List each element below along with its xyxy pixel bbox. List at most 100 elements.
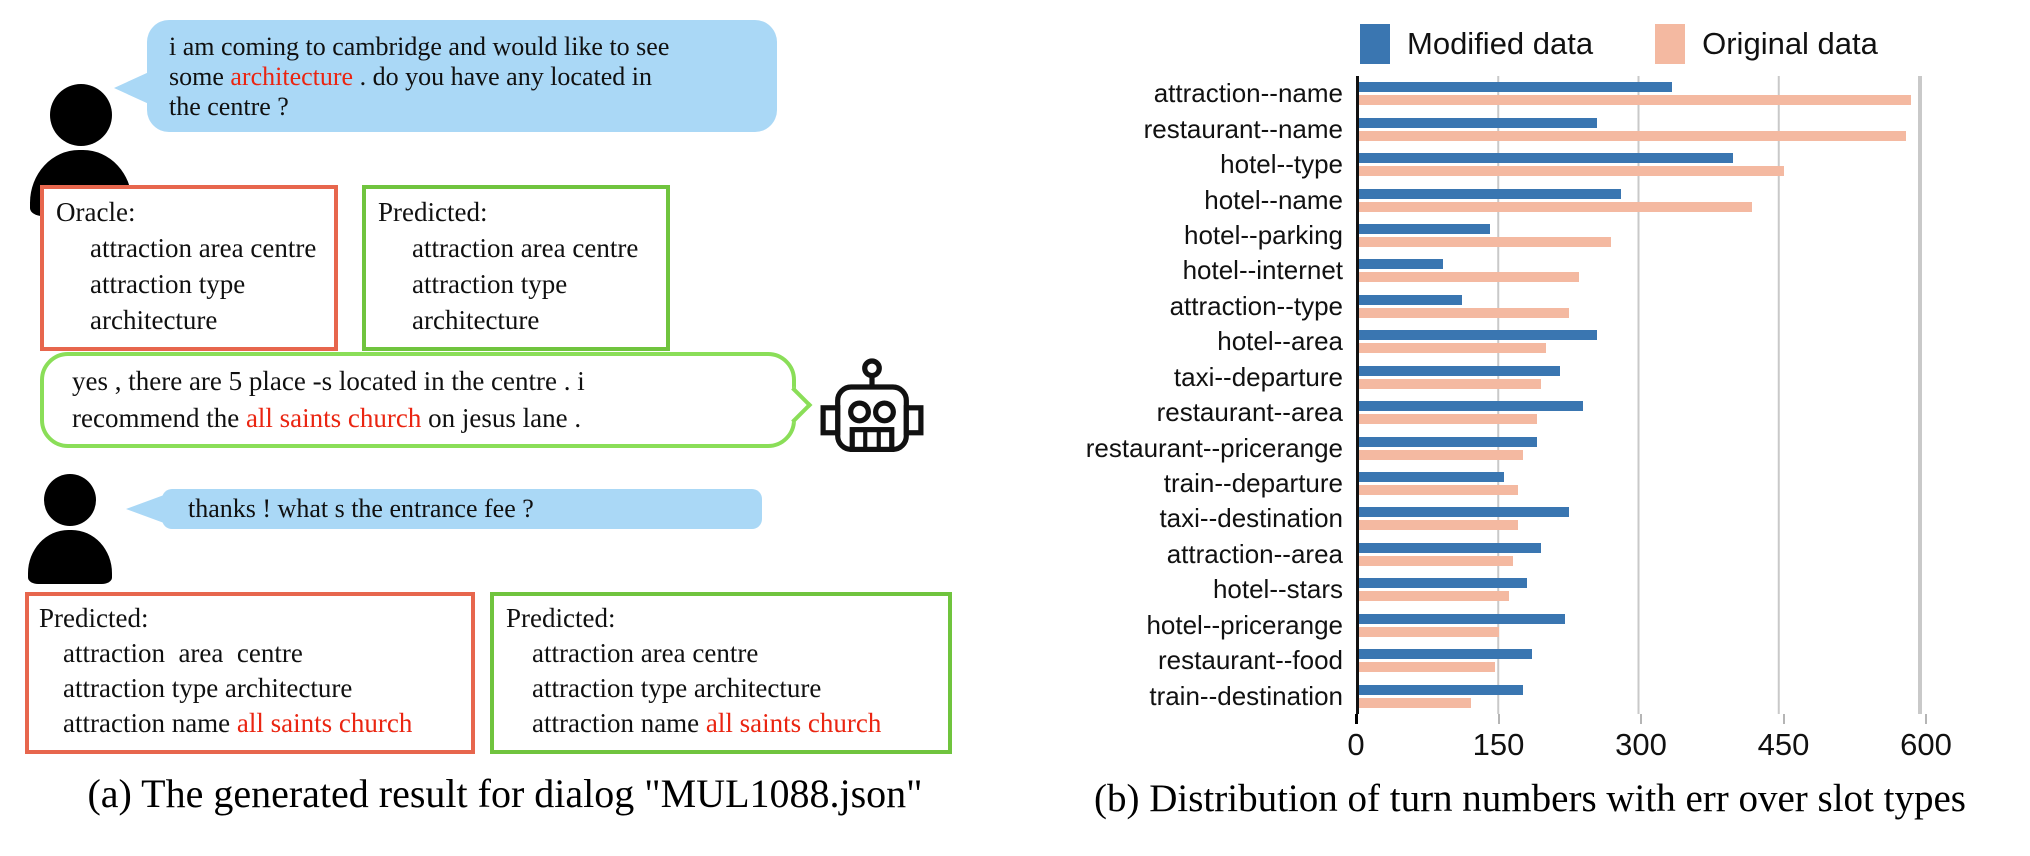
bar-original: [1359, 307, 1570, 318]
box-line: attraction area centre: [412, 233, 639, 263]
user-icon: [28, 474, 112, 584]
bar-modified: [1359, 542, 1542, 553]
bar-modified: [1359, 613, 1565, 624]
bar-modified: [1359, 507, 1570, 518]
category-label: hotel--type: [1220, 149, 1343, 180]
box-title: Predicted:: [39, 603, 149, 633]
bar-original: [1359, 201, 1752, 212]
category-label: restaurant--name: [1143, 113, 1343, 144]
highlighted-slot-value: all saints church: [705, 708, 882, 738]
category-label: taxi--departure: [1173, 361, 1343, 392]
bar-modified: [1359, 117, 1598, 128]
bar-modified: [1359, 82, 1673, 93]
robot-icon: [820, 358, 924, 473]
predicted-box-1: Predicted: attraction area centre attrac…: [362, 185, 670, 351]
bar-row: [1359, 507, 1920, 531]
bubble-line: i am coming to cambridge and would like …: [169, 32, 670, 61]
bar-row: [1359, 188, 1920, 212]
bar-original: [1359, 697, 1472, 708]
box-line: attraction type architecture: [532, 673, 822, 703]
user-icon-head: [44, 474, 96, 526]
bar-original: [1359, 591, 1509, 602]
bar-chart: attraction--name restaurant--name hotel--t…: [1010, 76, 1922, 714]
box-title: Predicted:: [506, 603, 616, 633]
bar-original: [1359, 378, 1542, 389]
box-line: attraction type architecture: [90, 269, 252, 335]
bar-row: [1359, 436, 1920, 460]
bar-row: [1359, 401, 1920, 425]
bubble-tail-icon: [126, 495, 164, 523]
x-tick-label: 450: [1757, 727, 1810, 762]
bar-modified: [1359, 649, 1532, 660]
category-label: hotel--area: [1217, 326, 1343, 357]
box-title: Oracle:: [56, 197, 136, 227]
category-label: hotel--pricerange: [1146, 609, 1343, 640]
category-label: hotel--parking: [1184, 219, 1343, 250]
bar-original: [1359, 414, 1537, 425]
category-label: restaurant--pricerange: [1085, 432, 1343, 463]
bar-original: [1359, 449, 1523, 460]
x-tick-mark: [1355, 714, 1358, 724]
x-tick-mark: [1497, 714, 1500, 724]
bubble-tail-icon: [114, 72, 149, 104]
bubble-line: yes , there are 5 place -s located in th…: [72, 366, 585, 396]
bar-row: [1359, 684, 1920, 708]
bar-modified: [1359, 259, 1444, 270]
bar-original: [1359, 662, 1495, 673]
bar-modified: [1359, 294, 1462, 305]
bubble-tail-icon: [775, 386, 813, 424]
bar-row: [1359, 223, 1920, 247]
bar-modified: [1359, 188, 1621, 199]
bar-original: [1359, 272, 1579, 283]
bar-row: [1359, 472, 1920, 496]
oracle-box: Oracle: attraction area centre attractio…: [40, 185, 338, 351]
bar-modified: [1359, 365, 1561, 376]
plot-rows: [1359, 76, 1920, 714]
predicted-box-2: Predicted: attraction area centre attrac…: [25, 592, 475, 754]
bar-row: [1359, 542, 1920, 566]
bar-original: [1359, 166, 1785, 177]
x-tick-label: 600: [1900, 727, 1952, 762]
legend-item-original: Original data: [1655, 24, 1878, 64]
predicted-box-3: Predicted: attraction area centre attrac…: [490, 592, 952, 754]
bar-original: [1359, 343, 1546, 354]
bar-row: [1359, 365, 1920, 389]
highlighted-slot-value: all saints church: [245, 403, 422, 433]
bar-modified: [1359, 401, 1584, 412]
bar-row: [1359, 117, 1920, 141]
category-label: attraction--name: [1153, 78, 1343, 109]
bubble-line: recommend the all saints church on jesus…: [72, 403, 582, 433]
user-speech-bubble-2: thanks ! what s the entrance fee ?: [126, 489, 762, 529]
category-label: taxi--destination: [1159, 503, 1343, 534]
x-tick-label: 300: [1615, 727, 1667, 762]
bubble-line: the centre ?: [169, 92, 289, 121]
category-label: hotel--internet: [1182, 255, 1343, 286]
bar-original: [1359, 626, 1500, 637]
x-tick-label: 150: [1472, 727, 1525, 762]
chart-legend: Modified data Original data: [1360, 24, 1878, 64]
bar-modified: [1359, 223, 1490, 234]
highlighted-slot-value: architecture: [230, 62, 354, 91]
caption-panel-b: (b) Distribution of turn numbers with er…: [1094, 777, 1966, 820]
bar-modified: [1359, 578, 1528, 589]
bar-row: [1359, 613, 1920, 637]
category-label: attraction--area: [1166, 538, 1343, 569]
x-tick-mark: [1640, 714, 1642, 724]
box-line: attraction type architecture: [63, 673, 353, 703]
category-label: hotel--name: [1204, 184, 1343, 215]
box-line: attraction name all saints church: [532, 708, 882, 738]
box-line: attraction type architecture: [412, 269, 574, 335]
bar-modified: [1359, 436, 1537, 447]
x-tick-mark: [1782, 714, 1785, 724]
box-line: attraction area centre: [63, 638, 303, 668]
user-icon-body: [28, 530, 112, 584]
bubble-line: some architecture . do you have any loca…: [169, 62, 652, 91]
category-labels: attraction--name restaurant--name hotel--t…: [1010, 76, 1356, 714]
legend-swatch-original: [1655, 24, 1686, 64]
box-title: Predicted:: [378, 197, 488, 227]
bar-modified: [1359, 153, 1733, 164]
legend-item-modified: Modified data: [1360, 24, 1593, 64]
legend-swatch-modified: [1360, 24, 1390, 64]
